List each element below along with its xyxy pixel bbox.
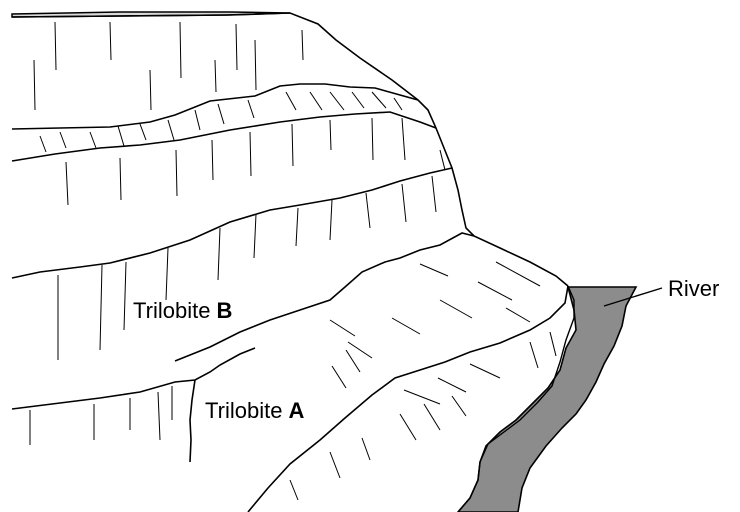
cliff-top-outline — [12, 13, 568, 286]
trilobite-a-letter: A — [289, 398, 305, 423]
trilobite-b-letter: B — [217, 298, 233, 323]
river-water — [458, 287, 636, 512]
trilobite-b-label: Trilobite B — [133, 300, 232, 322]
bedding-line-4 — [175, 233, 474, 361]
fault-line — [190, 380, 195, 462]
trilobite-b-prefix: Trilobite — [133, 298, 217, 323]
trilobite-a-prefix: Trilobite — [205, 398, 289, 423]
bedding-line-1 — [12, 84, 418, 129]
rock-texture — [30, 22, 556, 500]
river-label: River — [668, 278, 719, 300]
trilobite-a-label: Trilobite A — [205, 400, 304, 422]
